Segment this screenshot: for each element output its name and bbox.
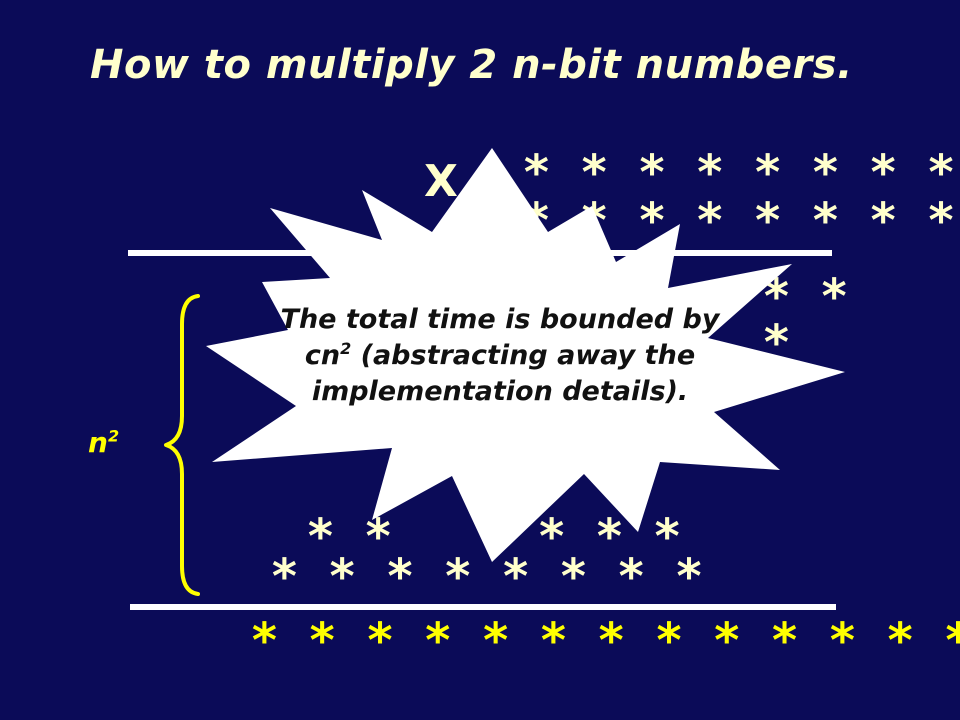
bottom-rule xyxy=(130,604,836,610)
callout-line-2-rest: (abstracting away the xyxy=(351,340,696,371)
callout-line-3: implementation details). xyxy=(311,376,689,407)
slide-title: How to multiply 2 n-bit numbers. xyxy=(90,42,853,88)
callout-line-2: cn2 (abstracting away the xyxy=(200,338,800,374)
operand-row-1: * * * * * * * * xyxy=(522,145,956,201)
callout-line-1: The total time is bounded by xyxy=(280,304,720,335)
callout-exponent: 2 xyxy=(340,339,352,358)
n-squared-label: n2 xyxy=(88,426,119,459)
multiply-sign: X xyxy=(424,156,458,207)
n-label: n xyxy=(88,426,108,459)
result-row: * * * * * * * * * * * * * * * * xyxy=(250,613,960,669)
partial-product-row-1: * * xyxy=(762,269,849,325)
callout-cn: cn xyxy=(304,340,341,371)
n-exponent: 2 xyxy=(107,426,120,446)
callout-text: The total time is bounded by cn2 (abstra… xyxy=(200,302,800,410)
left-brace-icon xyxy=(164,294,200,596)
partial-product-row-4: * * * * * * * * xyxy=(270,549,704,605)
